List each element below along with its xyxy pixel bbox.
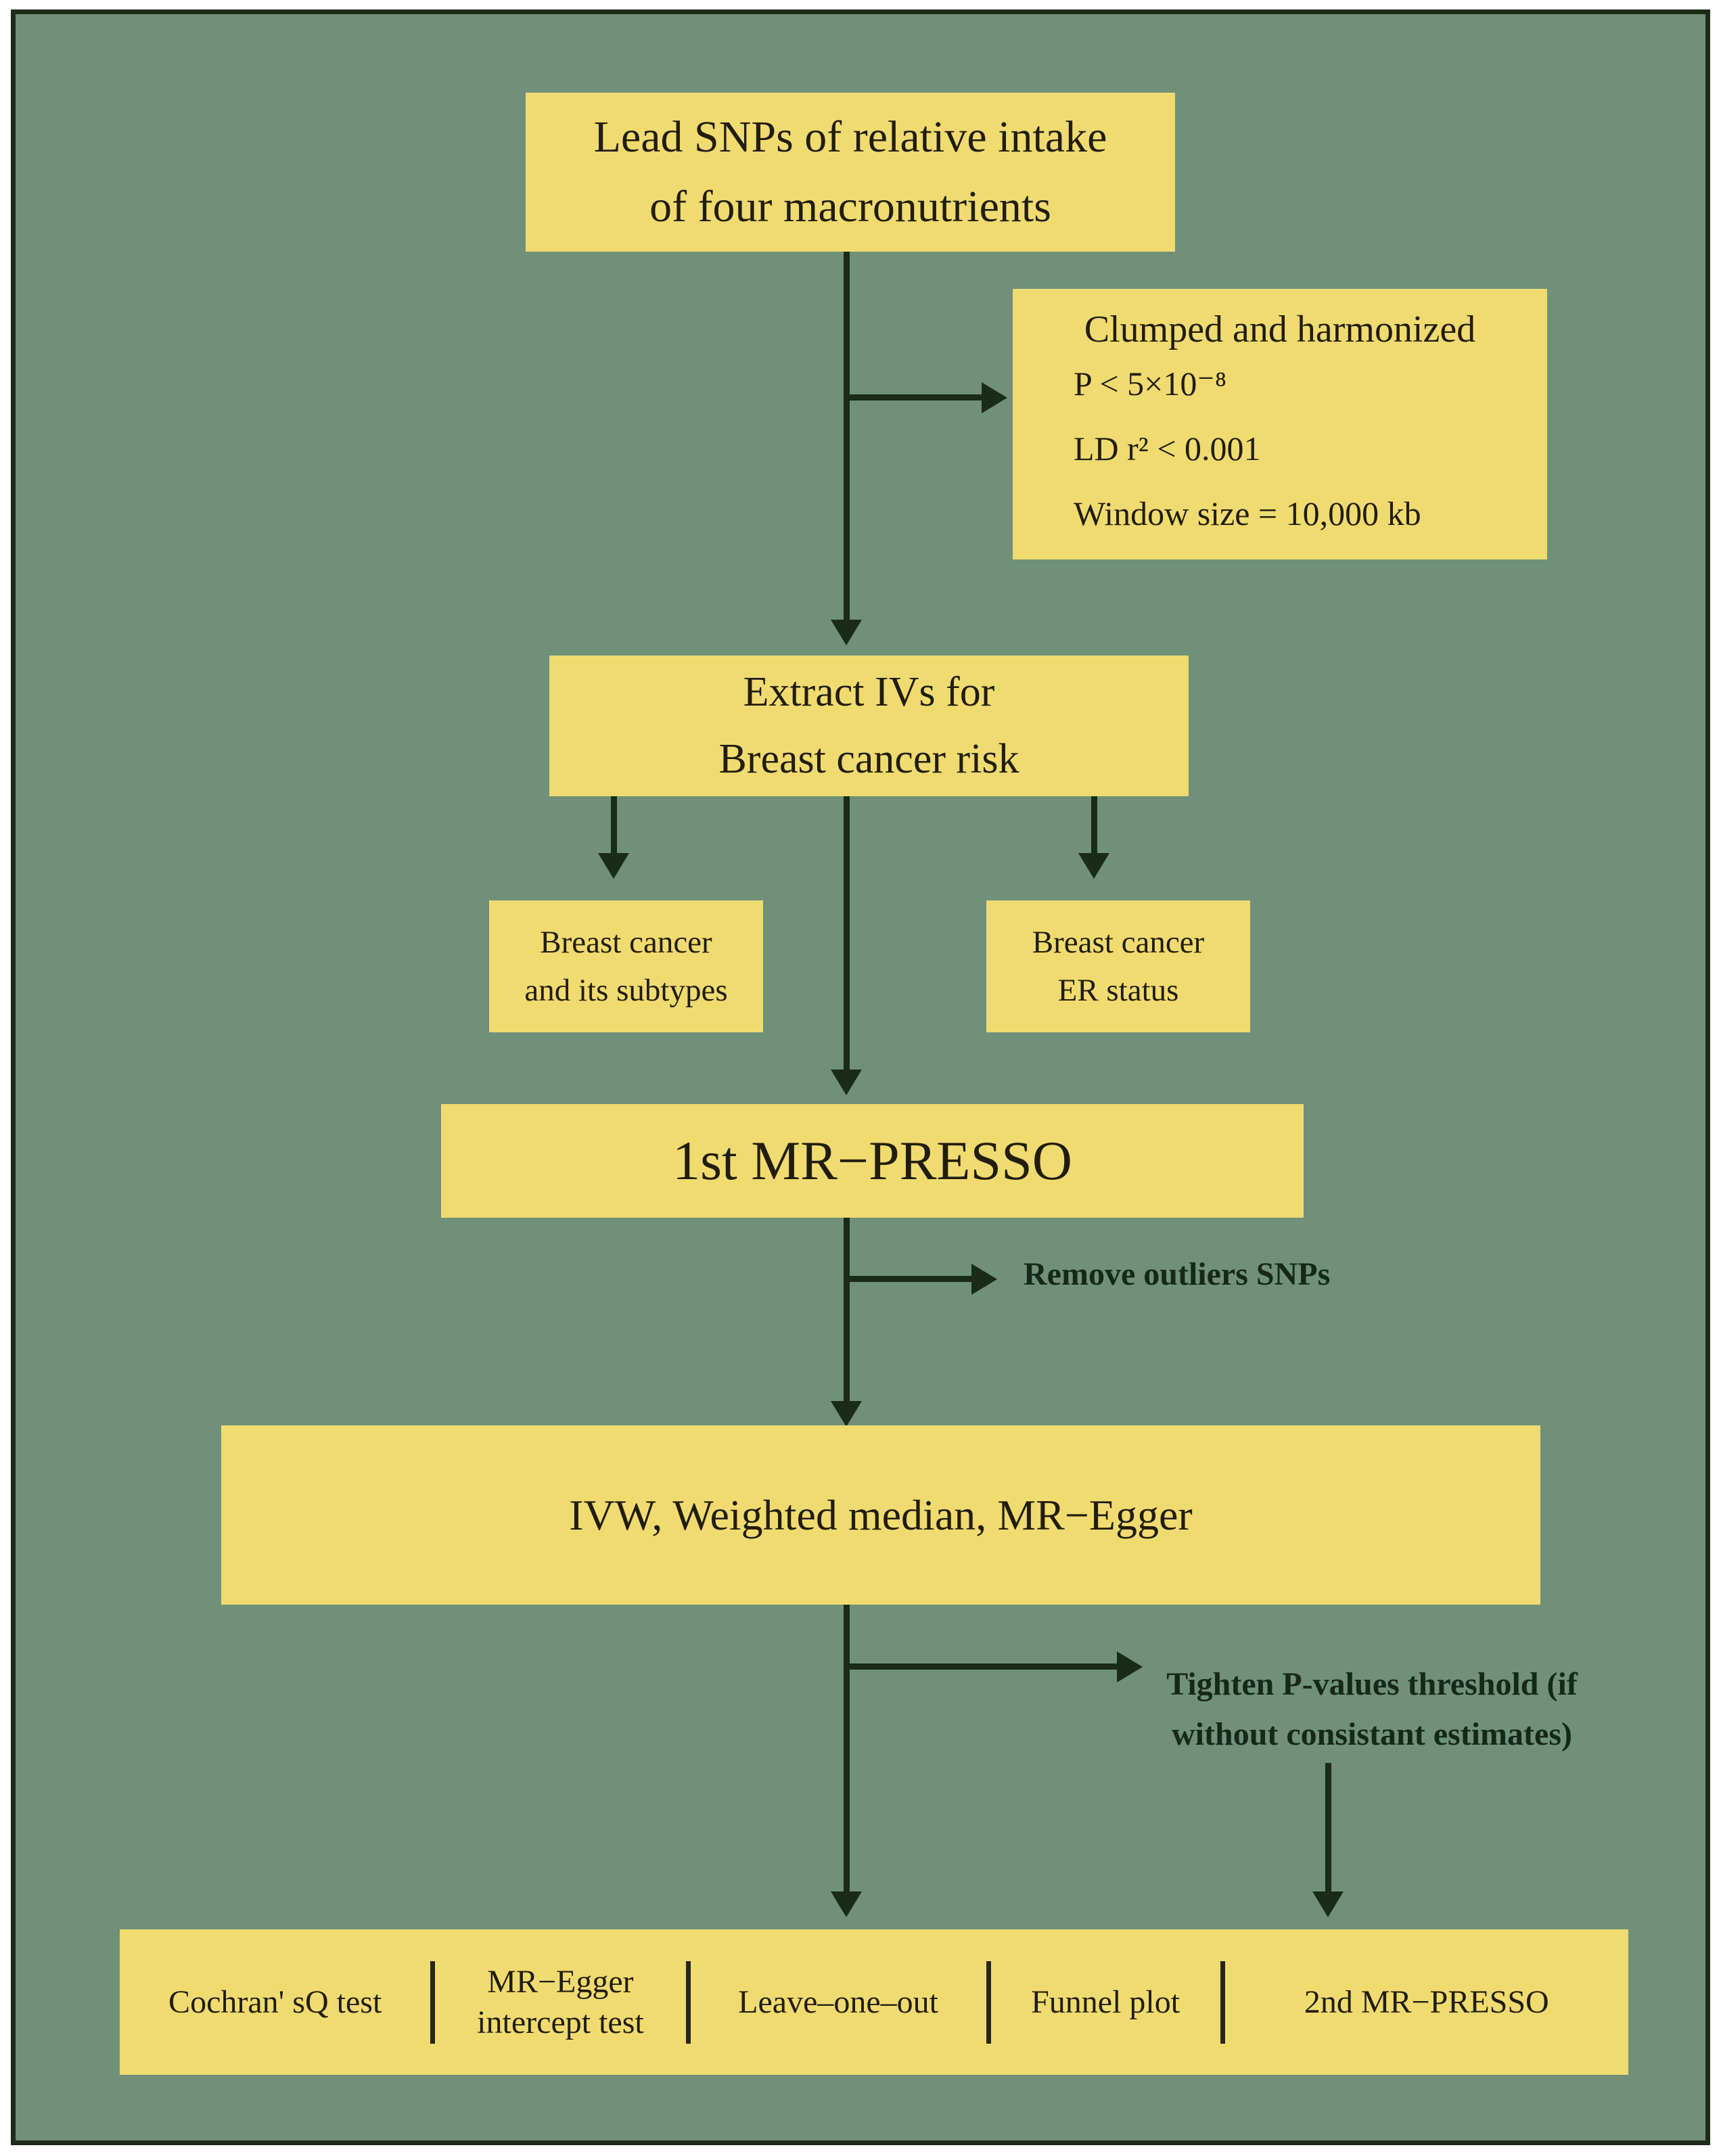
extract-ivs-box: Extract IVs for Breast cancer risk (549, 656, 1189, 796)
arrowhead-extract-to-subtypes (598, 853, 629, 879)
separator (986, 1960, 991, 2044)
separator (685, 1960, 691, 2044)
test-leave-one-out: Leave–one–out (738, 1983, 939, 2020)
tighten-threshold-line1: Tighten P-values threshold (1166, 1666, 1539, 1702)
extract-ivs-line2: Breast cancer risk (718, 736, 1019, 782)
connector-lead-to-extract (844, 241, 850, 620)
first-mr-presso-label: 1st MR−PRESSO (672, 1130, 1072, 1191)
connector-presso1-to-ivw (844, 1207, 850, 1403)
connector-branch-to-clumped (846, 394, 982, 400)
remove-outliers-label: Remove outliers SNPs (1024, 1256, 1331, 1292)
connector-branch-tighten (846, 1664, 1117, 1670)
arrowhead-ivw-to-tests (831, 1891, 862, 1917)
subtypes-line2: and its subtypes (524, 972, 728, 1008)
connector-ivw-to-tests (844, 1594, 850, 1891)
arrowhead-extract-to-er (1078, 853, 1109, 879)
breast-cancer-er-status-box: Breast cancer ER status (986, 900, 1250, 1032)
arrowhead-branch-tighten (1117, 1651, 1143, 1682)
lead-snps-line1: Lead SNPs of relative intake (593, 112, 1107, 162)
arrowhead-presso1-to-ivw (831, 1401, 862, 1427)
connector-extract-to-presso1 (844, 785, 850, 1070)
breast-cancer-subtypes-box: Breast cancer and its subtypes (489, 900, 763, 1032)
arrowhead-tighten-to-tests (1312, 1891, 1344, 1917)
sensitivity-tests-box: Cochran' sQ test MR−Egger intercept test… (120, 1929, 1628, 2075)
clumped-criterion-ld: LD r² < 0.001 (1074, 430, 1261, 467)
separator (1220, 1960, 1225, 2044)
er-status-line1: Breast cancer (1032, 925, 1205, 960)
ivw-methods-label: IVW, Weighted median, MR−Egger (569, 1490, 1193, 1539)
clumped-title: Clumped and harmonized (1084, 308, 1476, 350)
clumped-criterion-pvalue: P < 5×10⁻⁸ (1074, 365, 1227, 403)
lead-snps-box: Lead SNPs of relative intake of four mac… (526, 93, 1175, 252)
er-status-line2: ER status (1057, 972, 1179, 1008)
flowchart-frame: Lead SNPs of relative intake of four mac… (11, 9, 1710, 2145)
extract-ivs-line1: Extract IVs for (743, 668, 995, 715)
tighten-threshold-label: Tighten P-values threshold (if without c… (1166, 1659, 1578, 1760)
connector-extract-to-subtypes (611, 785, 617, 853)
arrowhead-extract-to-presso1 (831, 1070, 862, 1095)
arrowhead-branch-remove-outliers (971, 1264, 997, 1295)
separator (430, 1960, 436, 2044)
connector-tighten-to-tests (1325, 1763, 1331, 1891)
clumped-harmonized-box: Clumped and harmonized P < 5×10⁻⁸ LD r² … (1013, 289, 1547, 559)
lead-snps-line2: of four macronutrients (649, 181, 1051, 231)
tighten-threshold-line2: (if without consistant estimates) (1172, 1666, 1578, 1753)
connector-extract-to-er (1091, 785, 1097, 853)
arrowhead-lead-to-extract (831, 620, 862, 645)
subtypes-line1: Breast cancer (540, 925, 712, 960)
test-funnel-plot: Funnel plot (1031, 1983, 1180, 2020)
test-second-mr-presso: 2nd MR−PRESSO (1304, 1983, 1549, 2020)
arrowhead-branch-to-clumped (982, 382, 1007, 413)
test-cochran-q: Cochran' sQ test (168, 1983, 382, 2020)
first-mr-presso-box: 1st MR−PRESSO (441, 1104, 1304, 1218)
connector-branch-remove-outliers (846, 1276, 971, 1282)
clumped-criterion-window: Window size = 10,000 kb (1074, 495, 1421, 532)
ivw-methods-box: IVW, Weighted median, MR−Egger (221, 1425, 1540, 1605)
test-mr-egger-intercept: MR−Egger intercept test (477, 1963, 644, 2040)
